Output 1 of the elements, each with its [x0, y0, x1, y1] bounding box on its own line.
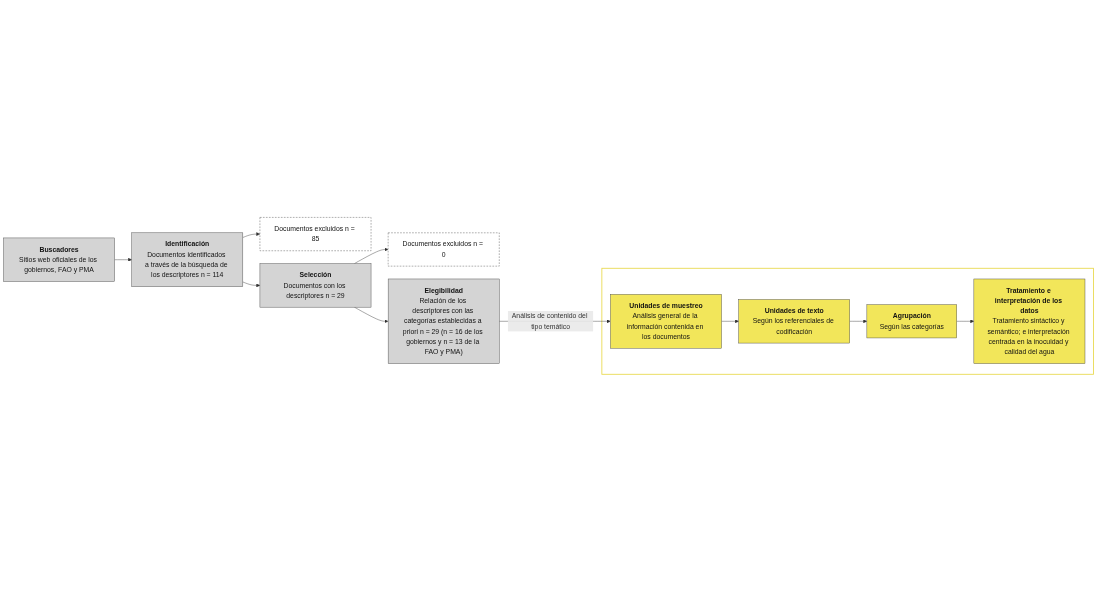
cluster — [601, 268, 1094, 375]
